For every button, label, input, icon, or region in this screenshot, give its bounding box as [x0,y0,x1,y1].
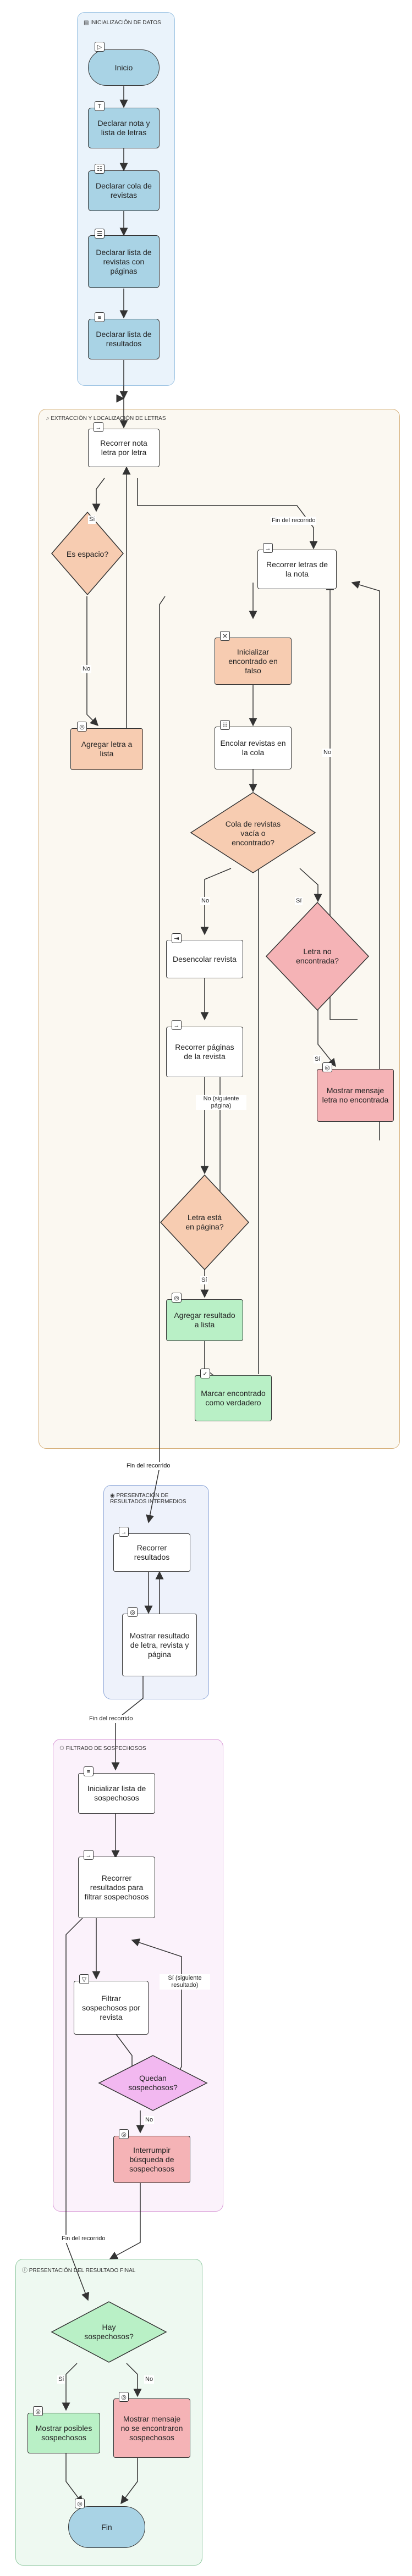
desencolar-node: Desencolar revista [166,940,243,978]
declarar-nota-node: Declarar nota y lista de letras [88,108,160,148]
init-sospechosos-node: Inicializar lista de sospechosos [78,1773,155,1814]
inicio-node: Inicio [88,49,160,86]
agregar-letra-node: Agregar letra a lista [70,728,143,770]
edge-label-no-quedan: No [144,2116,155,2124]
edge-label-fin-recorrido-2: Fin del recorrido [125,1462,172,1470]
agregar-resultado-node: Agregar resultado a lista [166,1299,243,1341]
edge-label-fin-recorrido-1: Fin del recorrido [271,517,317,525]
list-icon: ≡ [84,1766,94,1776]
lane-init-title: ▤ INICIALIZACIÓN DE DATOS [84,20,161,26]
mostrar-posibles-node: Mostrar posibles sospechosos [28,2413,100,2453]
filter-icon: ▽ [79,1974,89,1984]
list-icon: ≡ [95,312,105,322]
edge-label-fin-recorrido-4: Fin del recorrido [61,2235,107,2243]
recorrer-resultados-node: Recorrer resultados [113,1533,190,1572]
queue-icon: ☷ [220,720,230,730]
play-icon: ▷ [95,42,105,52]
stop-icon: ◎ [75,2499,85,2508]
cola-vacia-label: Cola de revistas vacía o encontrado? [225,819,281,847]
edge-label-si-letra: Sí [314,1055,322,1063]
lane-present-mid-title: ◉ PRESENTACIÓN DE RESULTADOS INTERMEDIOS [110,1493,186,1505]
arrow-right-icon: → [263,543,273,553]
edge-label-si-cola: Sí [295,897,303,905]
queue-icon: ☷ [95,164,105,174]
letra-en-pagina-label: Letra está en página? [185,1213,224,1231]
encolar-node: Encolar revistas en la cola [215,727,292,769]
edge-label-no-cola: No [200,897,211,905]
stop-icon: ◎ [77,722,87,732]
recorrer-filtrar-node: Recorrer resultados para filtrar sospech… [78,1857,155,1918]
stop-icon: ◎ [119,2129,129,2139]
quedan-sospechosos-diamond [98,2055,208,2111]
queue-out-icon: ⇥ [172,933,182,943]
arrow-right-icon: → [119,1527,129,1537]
stop-icon: ◎ [33,2406,43,2416]
declarar-cola-node: Declarar cola de revistas [88,170,160,211]
info-icon: ⓘ [22,2268,28,2274]
edge-label-no-letra: No [322,749,333,757]
mostrar-no-encontraron-node: Mostrar mensaje no se encontraron sospec… [113,2398,190,2458]
recorrer-paginas-node: Recorrer páginas de la revista [166,1027,243,1077]
cola-vacia-diamond [190,792,316,873]
interrumpir-node: Interrumpir búsqueda de sospechosos [113,2136,190,2183]
quedan-sospechosos-label: Quedan sospechosos? [128,2074,178,2092]
recorrer-nota-node: Recorrer nota letra por letra [88,429,160,467]
mostrar-resultado-node: Mostrar resultado de letra, revista y pá… [122,1614,197,1676]
x-icon: ✕ [220,631,230,641]
marcar-encontrado-node: Marcar encontrado como verdadero [195,1375,272,1421]
doc-icon: ▤ [84,20,89,26]
edge-label-no-hay: No [144,2375,155,2384]
fin-node: Fin [68,2506,145,2548]
edge-label-si-hay: Sí [57,2375,65,2384]
stop-icon: ◎ [322,1062,332,1072]
letra-no-encontrada-label: Letra no encontrada? [296,947,339,965]
check-icon: ✓ [200,1369,210,1378]
edge-label-si-espacio: Sí [88,516,96,524]
hay-sospechosos-label: Hay sospechosos? [84,2323,134,2341]
es-espacio-diamond [51,511,124,596]
lane-filter-title: ⚇ FILTRADO DE SOSPECHOSOS [59,1746,146,1752]
arrow-right-icon: → [172,1020,182,1030]
declarar-resultados-node: Declarar lista de resultados [88,319,160,359]
edge-label-fin-recorrido-3: Fin del recorrido [88,1715,134,1723]
stop-icon: ◎ [128,1607,138,1617]
letra-en-pagina-diamond [160,1174,250,1271]
arrow-right-icon: → [84,1850,94,1860]
search-icon: ⌕ [46,416,50,422]
edge-label-no-espacio: No [81,665,92,673]
list-icon: ☰ [95,229,105,239]
filtrar-node: Filtrar sospechosos por revista [74,1981,149,2035]
edge-label-si-pagina: Sí [200,1276,208,1284]
edge-label-si-siguiente-resultado: Sí (siguiente resultado) [160,1974,210,1990]
stop-icon: ◎ [172,1293,182,1303]
mostrar-mensaje-letra-node: Mostrar mensaje letra no encontrada [317,1069,394,1122]
user-icon: ⚇ [59,1746,64,1752]
arrow-right-icon: → [94,422,103,432]
recorrer-letras-node: Recorrer letras de la nota [257,550,337,589]
es-espacio-label: Es espacio? [66,549,109,558]
stop-icon: ◎ [119,2392,129,2402]
init-encontrado-node: Inicializar encontrado en falso [215,638,292,685]
letra-no-encontrada-diamond [265,901,370,1011]
hay-sospechosos-diamond [51,2301,167,2363]
edge-label-no-siguiente-pagina: No (siguiente página) [196,1095,246,1110]
eye-icon: ◉ [110,1493,115,1499]
text-icon: T [95,101,105,111]
lane-present-final-title: ⓘ PRESENTACIÓN DEL RESULTADO FINAL [22,2268,136,2274]
declarar-lista-revistas-node: Declarar lista de revistas con páginas [88,235,160,288]
lane-extract-title: ⌕ EXTRACCIÓN Y LOCALIZACIÓN DE LETRAS [46,416,166,422]
